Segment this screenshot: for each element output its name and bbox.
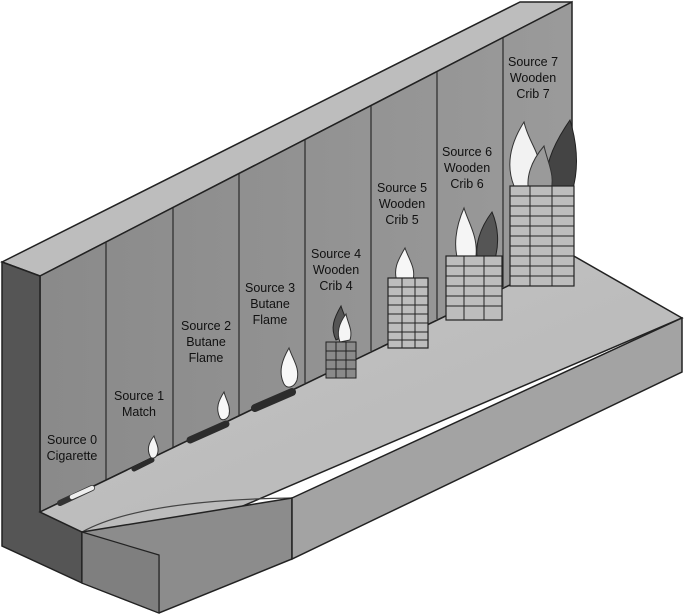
- source-7-line-1: Source 7: [508, 55, 558, 69]
- source-7-line-3: Crib 7: [516, 87, 549, 101]
- wooden-crib-7-icon: [509, 118, 577, 287]
- source-6-line-2: Wooden: [444, 161, 490, 175]
- butane-flame-3-icon: [251, 346, 299, 412]
- source-5-line-2: Wooden: [379, 197, 425, 211]
- butane-flame-2-icon: [186, 390, 230, 444]
- source-5-label: Source 5 Wooden Crib 5: [377, 181, 427, 227]
- source-3-label: Source 3 Butane Flame: [245, 281, 295, 327]
- source-0-line-2: Cigarette: [47, 449, 98, 463]
- source-2-line-1: Source 2: [181, 319, 231, 333]
- wall-panel-lines: [105, 38, 504, 480]
- source-4-line-3: Crib 4: [319, 279, 352, 293]
- source-4-line-1: Source 4: [311, 247, 361, 261]
- source-4-line-2: Wooden: [313, 263, 359, 277]
- source-2-label: Source 2 Butane Flame: [181, 319, 231, 365]
- wooden-crib-5-icon: [387, 246, 429, 349]
- floor-front-left: [81, 531, 160, 614]
- wooden-crib-4-icon: [325, 304, 357, 379]
- floor-front-right: [291, 316, 683, 561]
- wooden-crib-6-icon: [445, 206, 503, 321]
- source-3-line-2: Butane: [250, 297, 290, 311]
- source-0-line-1: Source 0: [47, 433, 97, 447]
- source-3-line-1: Source 3: [245, 281, 295, 295]
- source-1-line-2: Match: [122, 405, 156, 419]
- source-7-label: Source 7 Wooden Crib 7: [508, 55, 558, 101]
- source-0-label: Source 0 Cigarette: [47, 433, 98, 463]
- cigarette-icon: [57, 485, 95, 506]
- source-3-line-3: Flame: [253, 313, 288, 327]
- source-4-label: Source 4 Wooden Crib 4: [311, 247, 361, 293]
- source-2-line-3: Flame: [189, 351, 224, 365]
- source-1-line-1: Source 1: [114, 389, 164, 403]
- source-7-line-2: Wooden: [510, 71, 556, 85]
- source-5-line-3: Crib 5: [385, 213, 418, 227]
- source-6-line-1: Source 6: [442, 145, 492, 159]
- source-5-line-1: Source 5: [377, 181, 427, 195]
- match-icon: [131, 434, 159, 472]
- floor-curve: [81, 497, 293, 533]
- source-6-label: Source 6 Wooden Crib 6: [442, 145, 492, 191]
- source-2-line-2: Butane: [186, 335, 226, 349]
- source-1-label: Source 1 Match: [114, 389, 164, 419]
- source-6-line-3: Crib 6: [450, 177, 483, 191]
